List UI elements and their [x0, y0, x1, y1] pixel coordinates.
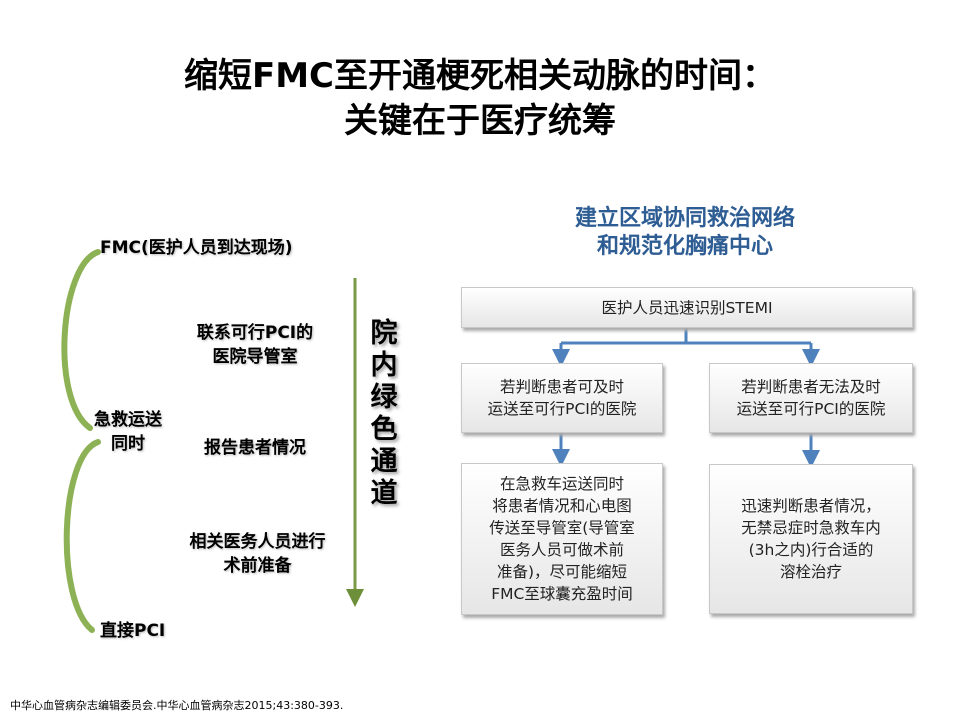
box-text: 运送至可行PCI的医院 — [736, 400, 886, 418]
transport-label: 急救运送 同时 — [88, 408, 168, 456]
subtitle-line-1: 建立区域协同救治网络 — [574, 206, 795, 231]
step3-line-2: 术前准备 — [223, 556, 292, 576]
box-text: 将患者情况和心电图 — [492, 497, 632, 515]
box-text: FMC至球囊充盈时间 — [491, 585, 633, 603]
box-text: 医务人员可做术前 — [499, 541, 624, 559]
box-no-timely-transport: 若判断患者无法及时运送至可行PCI的医院 — [709, 363, 913, 433]
box-text: 溶栓治疗 — [779, 563, 842, 581]
fmc-label: FMC(医护人员到达现场) — [100, 238, 293, 258]
box-text: (3h之内)行合适的 — [748, 541, 874, 559]
green-curve-upper — [61, 249, 101, 431]
step-preop-prep: 相关医务人员进行 术前准备 — [160, 530, 355, 578]
box-text: 传送至导管室(导管室 — [489, 519, 635, 537]
step1-line-2: 医院导管室 — [212, 347, 298, 367]
box-identify-stemi: 医护人员迅速识别STEMI — [461, 287, 913, 328]
transport-line-2: 同时 — [111, 434, 145, 454]
box-transmit-ecg: 在急救车运送同时 将患者情况和心电图 传送至导管室(导管室 医务人员可做术前 准… — [461, 463, 663, 615]
gc-char: 院 — [370, 318, 398, 349]
box-text: 运送至可行PCI的医院 — [487, 400, 637, 418]
step-report-patient: 报告患者情况 — [204, 438, 306, 458]
step1-line-1: 联系可行PCI的 — [196, 323, 314, 343]
gc-char: 绿 — [370, 382, 398, 413]
transport-line-1: 急救运送 — [94, 410, 162, 430]
title-line-1: 缩短FMC至开通梗死相关动脉的时间： — [183, 56, 776, 96]
box-timely-transport: 若判断患者可及时运送至可行PCI的医院 — [461, 363, 663, 433]
box-thrombolysis: 迅速判断患者情况， 无禁忌症时急救车内 (3h之内)行合适的 溶栓治疗 — [709, 464, 913, 614]
title-line-2: 关键在于医疗统筹 — [344, 101, 616, 141]
step-contact-cath-lab: 联系可行PCI的 医院导管室 — [170, 321, 340, 369]
box-text: 在急救车运送同时 — [499, 475, 624, 493]
box-text: 迅速判断患者情况， — [741, 497, 881, 515]
gc-char: 内 — [370, 350, 398, 381]
box-text: 若判断患者无法及时 — [741, 378, 881, 396]
subtitle-line-2: 和规范化胸痛中心 — [596, 234, 773, 259]
box-text: 无禁忌症时急救车内 — [741, 519, 881, 537]
step3-line-1: 相关医务人员进行 — [189, 532, 326, 552]
gc-char: 色 — [370, 414, 398, 445]
green-curve-lower — [63, 439, 101, 633]
box-text: 准备)，尽可能缩短 — [496, 563, 628, 581]
box-text: 若判断患者可及时 — [499, 378, 624, 396]
gc-char: 道 — [370, 478, 398, 509]
gc-char: 通 — [370, 446, 398, 477]
direct-pci-label: 直接PCI — [100, 621, 166, 641]
box-text: 医护人员迅速识别STEMI — [601, 298, 773, 317]
citation: 中华心血管病杂志编辑委员会.中华心血管病杂志2015;43:380-393. — [10, 699, 344, 712]
green-channel-label: 院 内 绿 色 通 道 — [368, 318, 400, 510]
